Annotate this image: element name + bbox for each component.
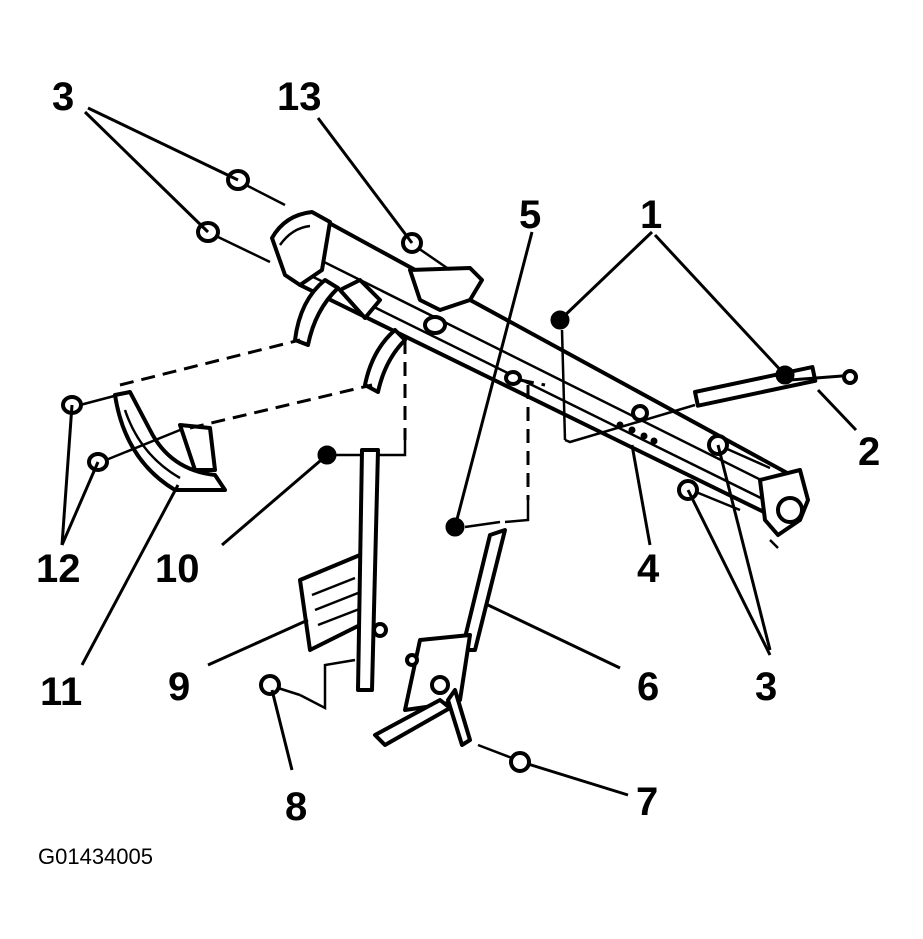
callout-3-right: 3: [755, 665, 777, 709]
callout-10: 10: [155, 547, 200, 591]
alignment-lines: [119, 338, 696, 711]
bolt-3-upper-a: [226, 169, 286, 207]
callout-11: 11: [40, 670, 82, 714]
support-brace: [298, 448, 388, 692]
nut-10: [317, 445, 362, 465]
callout-labels: 3 13 5 1 2 12 10 4 11 9 6 3 8 7: [36, 75, 880, 829]
callout-3-top-left: 3: [52, 75, 74, 119]
figure-id: G01434005: [38, 844, 153, 869]
bolt-3-upper-b: [196, 221, 271, 264]
callout-12: 12: [36, 547, 81, 591]
callout-4: 4: [637, 547, 660, 591]
callout-9: 9: [168, 665, 190, 709]
callout-6: 6: [637, 665, 659, 709]
callout-5: 5: [519, 193, 541, 237]
bolt-3-right-a: [707, 434, 771, 470]
fasteners: [61, 169, 795, 773]
steering-column-brace: [373, 528, 507, 747]
cross-car-beam: [270, 210, 810, 549]
callout-8: 8: [285, 785, 307, 829]
knee-bolster-bracket: [113, 390, 227, 492]
support-bracket-left: [293, 278, 407, 394]
callout-13: 13: [277, 75, 322, 119]
leader-lines: [60, 106, 858, 797]
bolt-7: [477, 743, 531, 773]
callout-2: 2: [858, 430, 880, 474]
callout-7: 7: [636, 780, 658, 824]
callout-1: 1: [640, 193, 662, 237]
bolt-8: [259, 674, 301, 697]
tension-rod: [693, 365, 858, 408]
